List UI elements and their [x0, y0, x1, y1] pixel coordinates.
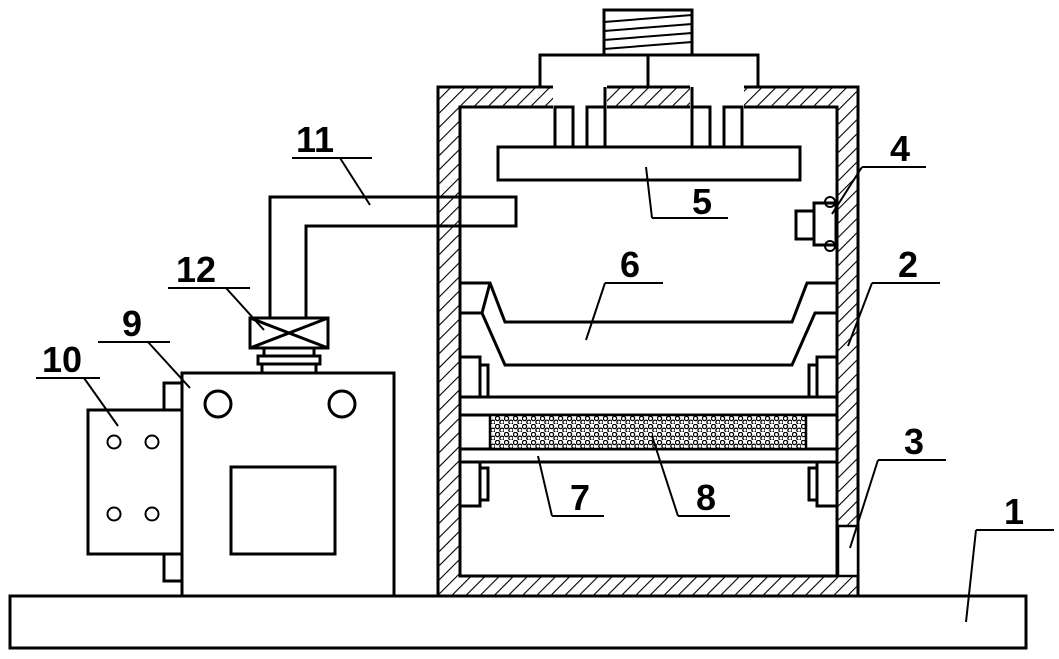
- label-11: 11: [296, 119, 334, 160]
- label-4: 4: [890, 128, 910, 169]
- control-box: [86, 381, 184, 583]
- filter-mesh: [488, 413, 808, 451]
- label-6: 6: [620, 244, 640, 285]
- base-plate: [8, 594, 1028, 650]
- label-12: 12: [176, 249, 216, 290]
- pipe: [268, 195, 518, 318]
- valve: [248, 316, 330, 375]
- label-3: 3: [904, 421, 924, 462]
- press-plate: [496, 145, 802, 182]
- mold-tray: [460, 281, 837, 367]
- label-2: 2: [898, 244, 918, 285]
- pump-housing: [180, 371, 396, 598]
- label-10: 10: [42, 339, 82, 380]
- part-labels: 11 12 9 10 5 4 6 2 7 8 3 1: [42, 119, 1024, 532]
- label-7: 7: [570, 477, 590, 518]
- label-8: 8: [696, 477, 716, 518]
- label-5: 5: [692, 181, 712, 222]
- side-sensor: [794, 196, 838, 252]
- top-cylinder: [538, 8, 760, 89]
- label-9: 9: [122, 303, 142, 344]
- label-1: 1: [1004, 491, 1024, 532]
- leader-lines: [36, 157, 1054, 623]
